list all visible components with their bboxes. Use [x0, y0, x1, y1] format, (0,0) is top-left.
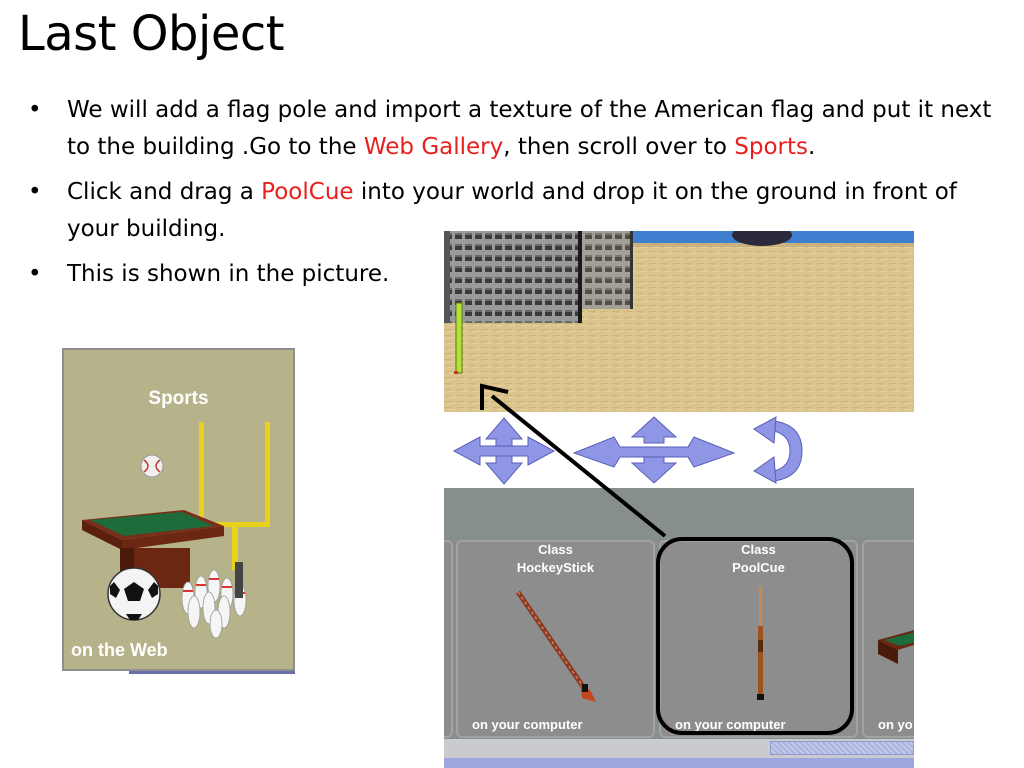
bullet-1-text-c: . — [807, 134, 816, 160]
bullet-item-2: Click and drag a PoolCue into your world… — [22, 174, 1002, 248]
sports-link: Sports — [734, 134, 808, 160]
card-class-label: Class — [741, 542, 776, 557]
world-scene — [444, 231, 914, 412]
card-footer: on your computer — [472, 717, 583, 732]
bullet-1-text-a: We will add a flag pole and import a tex… — [67, 97, 992, 160]
poolcue-flagpole — [454, 302, 463, 374]
soccer-ball-icon — [107, 567, 161, 621]
distant-object — [732, 231, 792, 246]
card-footer: on your computer — [675, 717, 786, 732]
rotate-arrows-icon[interactable] — [753, 416, 803, 484]
poolcue-highlight-outline — [656, 537, 854, 735]
gallery-card-next[interactable]: on yo — [862, 540, 914, 738]
bullet-item-1: We will add a flag pole and import a tex… — [22, 92, 1002, 166]
pool-table-thumbnail — [878, 630, 914, 664]
bullet-2-text-a: Click and drag a — [67, 179, 262, 205]
goal-post-icon — [199, 422, 270, 570]
poolcue-thumbnail — [757, 586, 764, 700]
card-class-label: Class — [538, 542, 573, 557]
gallery-scrollbar[interactable] — [444, 739, 914, 758]
bullet-list: We will add a flag pole and import a tex… — [22, 92, 1002, 301]
pool-cue-rack-icon — [235, 562, 243, 598]
sports-tile-title: Sports — [148, 388, 209, 409]
bullet-item-3: This is shown in the picture. — [22, 256, 437, 293]
move-arrows-icon[interactable] — [452, 417, 556, 485]
bullet-2-text-b: into your world and drop it on the groun… — [67, 179, 957, 242]
gallery-card-hockeystick[interactable]: Class HockeyStick on your computer — [456, 540, 655, 738]
hockeystick-thumbnail — [515, 590, 596, 702]
building-model — [444, 231, 633, 323]
poolcue-link: PoolCue — [261, 179, 354, 205]
tile-shadow — [129, 671, 295, 674]
card-footer: on yo — [878, 717, 913, 732]
card-name-label: PoolCue — [732, 560, 785, 575]
card-name-label: HockeyStick — [516, 560, 595, 575]
slide-title: Last Object — [18, 6, 285, 62]
sports-models-illustration — [82, 422, 270, 639]
camera-controls — [444, 413, 914, 488]
web-gallery-link: Web Gallery — [363, 134, 504, 160]
scrollbar-thumb[interactable] — [770, 741, 914, 755]
turn-arrows-icon[interactable] — [572, 416, 736, 484]
world-view[interactable] — [444, 231, 914, 412]
sports-folder-tile[interactable]: Sports — [62, 348, 295, 671]
gallery-card-poolcue[interactable]: Class PoolCue on your computer — [659, 540, 858, 738]
gallery-bottom-bar — [444, 758, 914, 768]
sports-tile-footer: on the Web — [71, 640, 168, 660]
baseball-icon — [140, 454, 164, 478]
bullet-1-text-b: , then scroll over to — [503, 134, 735, 160]
gallery-card-previous[interactable] — [444, 540, 453, 738]
